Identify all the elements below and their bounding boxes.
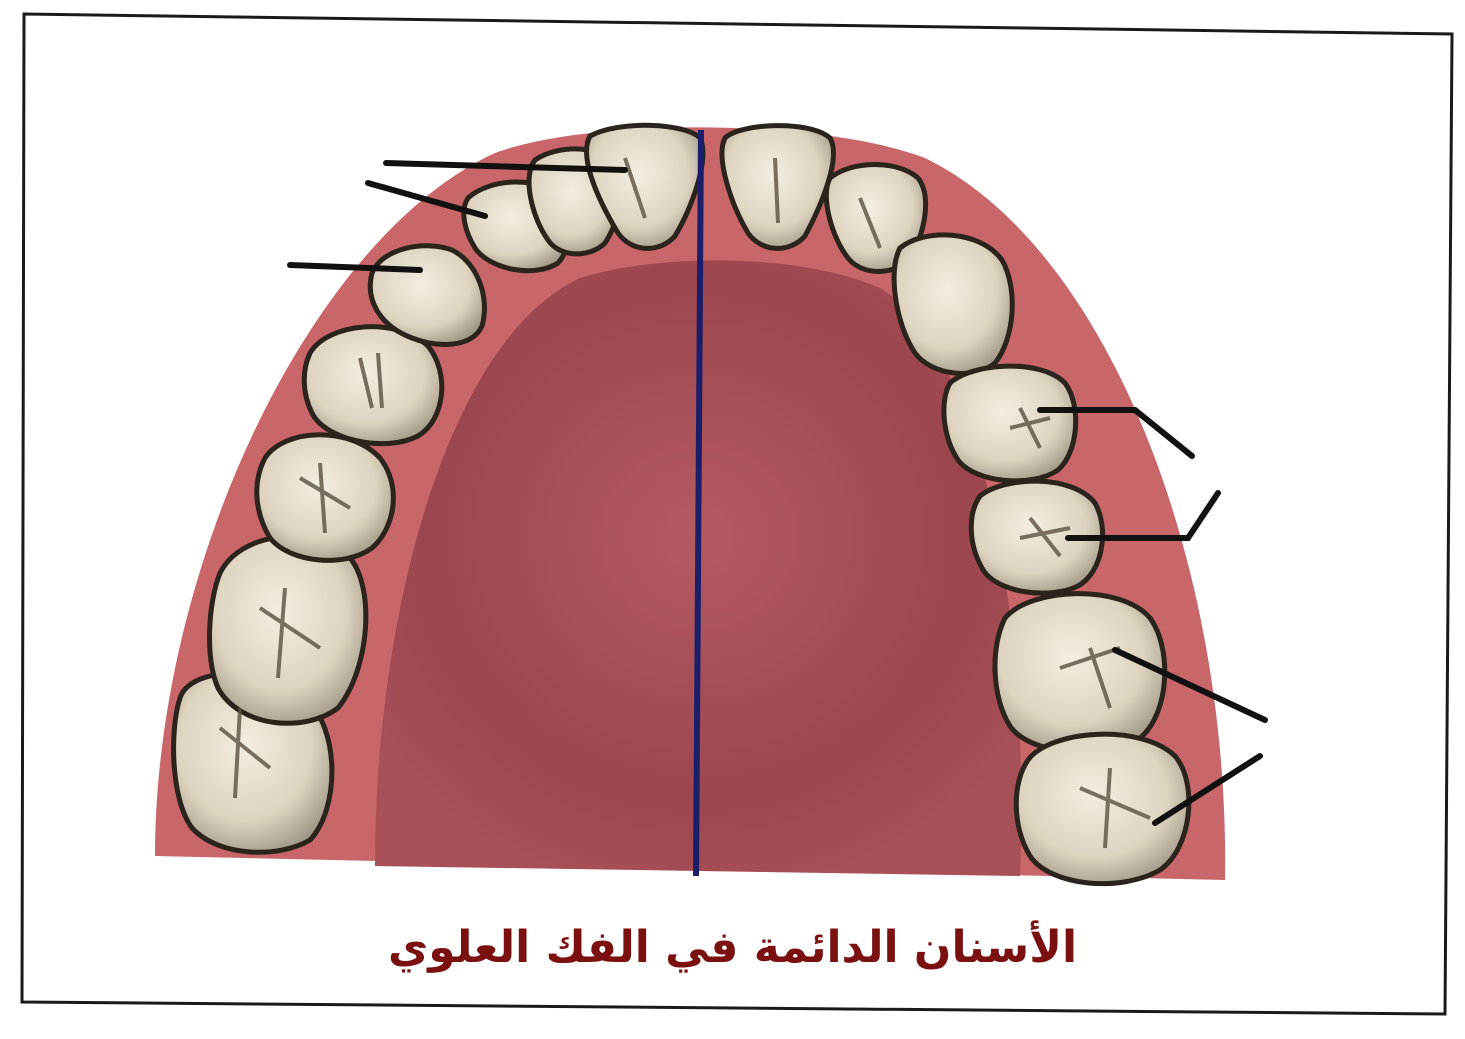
- right-first-premolar: [944, 366, 1076, 481]
- dental-arch-diagram: [20, 8, 1455, 1020]
- left-second-molar: [210, 537, 366, 724]
- right-first-molar: [995, 594, 1165, 752]
- right-second-molar: [1016, 734, 1189, 883]
- left-first-molar: [257, 435, 394, 561]
- right-canine: [894, 235, 1012, 374]
- left-second-premolar: [304, 327, 442, 444]
- figure-frame: [20, 8, 1455, 1020]
- figure-caption: الأسنان الدائمة في الفك العلوي: [0, 922, 1465, 973]
